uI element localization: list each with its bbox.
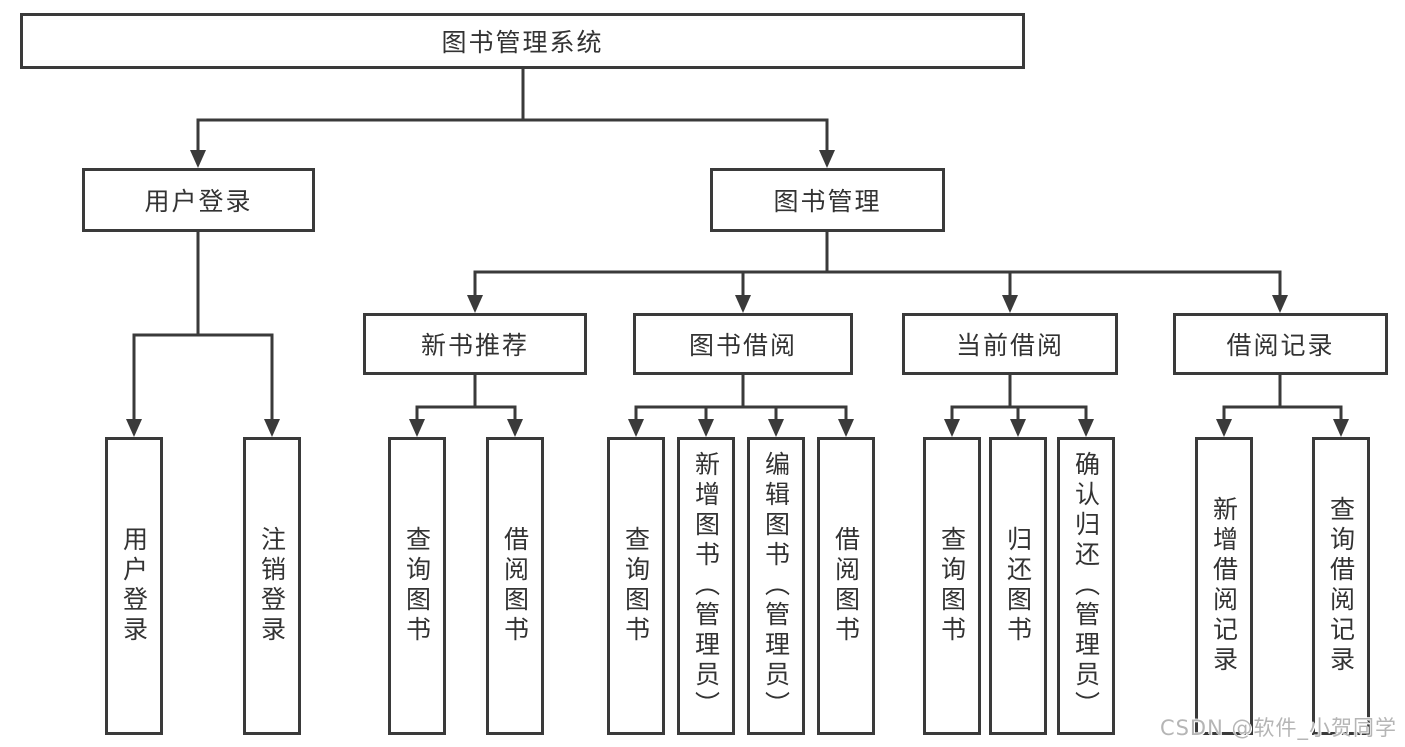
- node-leaf-query-borrow-record: 查询借阅记录: [1312, 437, 1370, 735]
- node-leaf-query-books-borrow: 查询图书: [607, 437, 665, 735]
- node-leaf-user-login: 用户登录: [105, 437, 163, 735]
- node-root-system-label: 图书管理系统: [441, 28, 604, 57]
- node-leaf-add-books-admin: 新增图书（管理员）: [677, 437, 735, 735]
- node-current-borrow: 当前借阅: [902, 313, 1118, 375]
- node-book-borrow: 图书借阅: [633, 313, 853, 375]
- node-borrow-record-label: 借阅记录: [1226, 331, 1335, 360]
- node-leaf-borrow-books: 借阅图书: [817, 437, 875, 735]
- node-book-management: 图书管理: [710, 168, 945, 232]
- node-leaf-edit-books-admin: 编辑图书（管理员）: [747, 437, 805, 735]
- node-leaf-logout: 注销登录: [243, 437, 301, 735]
- node-new-book-recommend-label: 新书推荐: [420, 331, 529, 360]
- csdn-watermark: CSDN @软件_小贺同学: [1159, 716, 1397, 740]
- node-book-management-label: 图书管理: [773, 187, 882, 216]
- node-root-system: 图书管理系统: [20, 13, 1025, 69]
- node-leaf-query-books-recommend: 查询图书: [388, 437, 446, 735]
- node-user-login: 用户登录: [82, 168, 315, 232]
- node-leaf-confirm-return-admin: 确认归还（管理员）: [1057, 437, 1115, 735]
- node-leaf-borrow-books-recommend: 借阅图书: [486, 437, 544, 735]
- node-leaf-query-books-current: 查询图书: [923, 437, 981, 735]
- node-new-book-recommend: 新书推荐: [363, 313, 587, 375]
- node-leaf-add-borrow-record: 新增借阅记录: [1195, 437, 1253, 735]
- node-user-login-label: 用户登录: [144, 187, 253, 216]
- node-current-borrow-label: 当前借阅: [955, 331, 1064, 360]
- node-leaf-return-books: 归还图书: [989, 437, 1047, 735]
- node-borrow-record: 借阅记录: [1173, 313, 1388, 375]
- node-book-borrow-label: 图书借阅: [688, 331, 797, 360]
